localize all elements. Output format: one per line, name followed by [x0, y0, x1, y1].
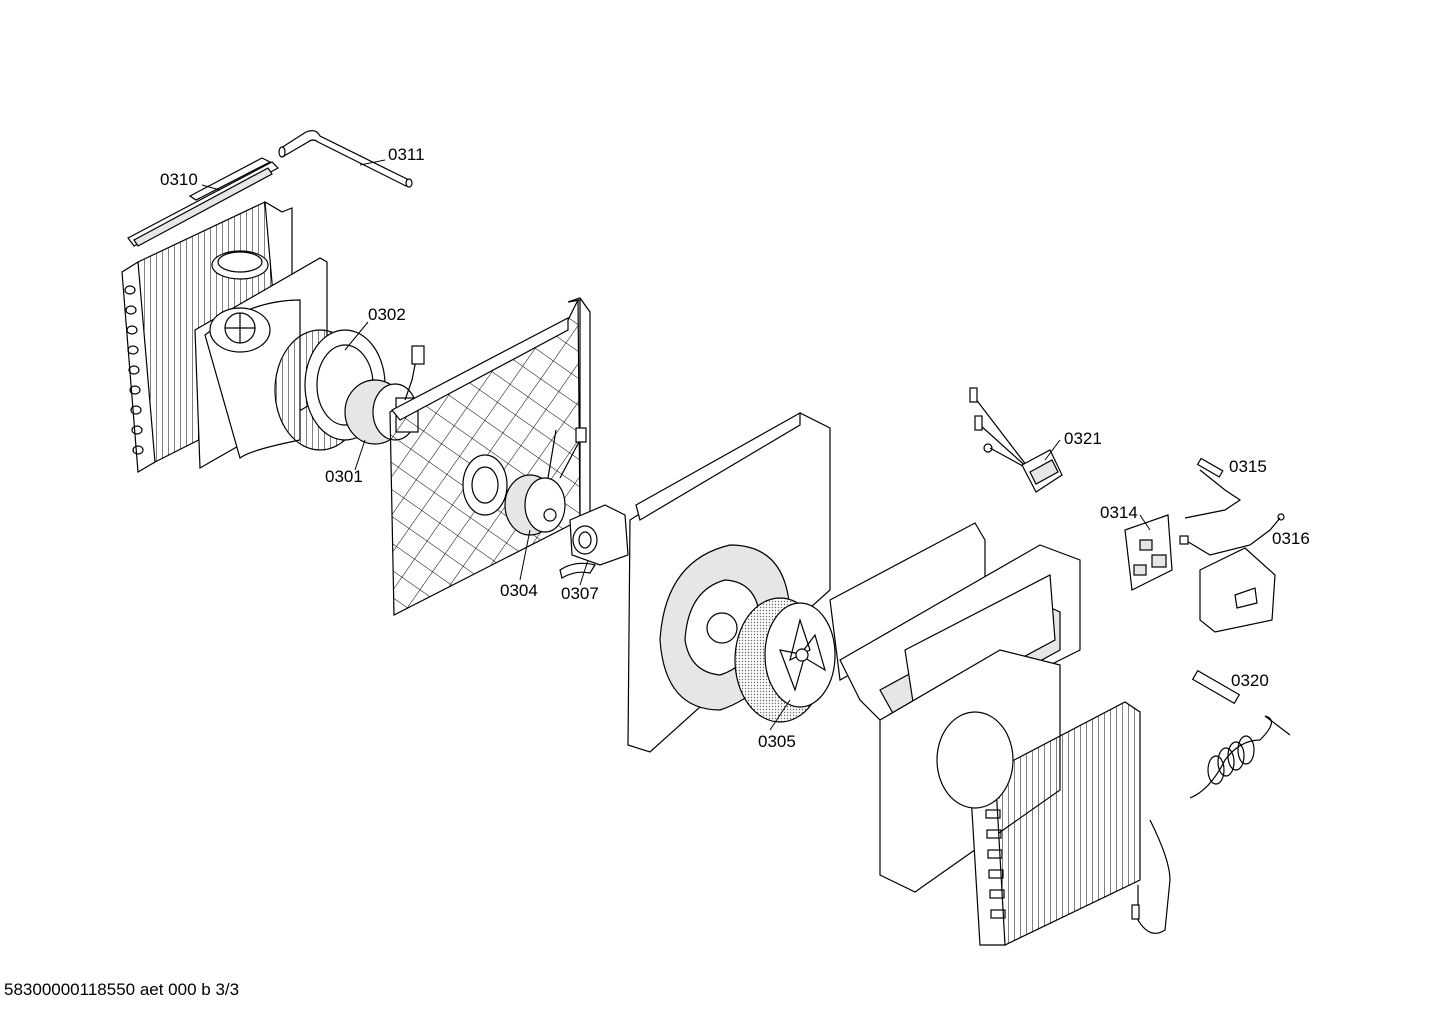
- label-0310: 0310: [160, 170, 198, 189]
- label-0320: 0320: [1231, 671, 1269, 690]
- part-0310-rail: [127, 157, 279, 247]
- label-0314: 0314: [1100, 503, 1138, 522]
- part-0305-fan: [734, 597, 836, 723]
- part-labels: 0310 0311 0302 0301 0304 0307 0305 0321 …: [160, 145, 1310, 751]
- part-base-structure: [829, 522, 1081, 893]
- label-0311: 0311: [388, 145, 425, 164]
- part-condenser-coil: [936, 701, 1141, 946]
- label-0307: 0307: [561, 584, 599, 603]
- part-0314-control-board: [1124, 514, 1173, 591]
- label-0321: 0321: [1064, 429, 1102, 448]
- label-0302: 0302: [368, 305, 406, 324]
- label-0305: 0305: [758, 732, 796, 751]
- label-0301: 0301: [325, 467, 363, 486]
- part-0311-tube: [278, 130, 413, 188]
- part-0316-sensor: [1179, 513, 1285, 556]
- part-0307-bracket: [559, 504, 629, 579]
- drawing-reference: 58300000118550 aet 000 b 3/3: [4, 980, 240, 999]
- label-0315: 0315: [1229, 457, 1267, 476]
- part-blower-housing: [194, 257, 328, 470]
- part-0320-capillary: [1131, 669, 1291, 934]
- leader-lines: [201, 159, 1151, 731]
- part-grille-panel: [389, 297, 591, 616]
- label-0304: 0304: [500, 581, 538, 600]
- part-0321-wire-harness: [969, 387, 1063, 493]
- part-0315-sensor: [1184, 457, 1242, 519]
- part-0304-fan-motor: [504, 427, 587, 536]
- part-control-box-cover: [1199, 547, 1276, 633]
- label-0316: 0316: [1272, 529, 1310, 548]
